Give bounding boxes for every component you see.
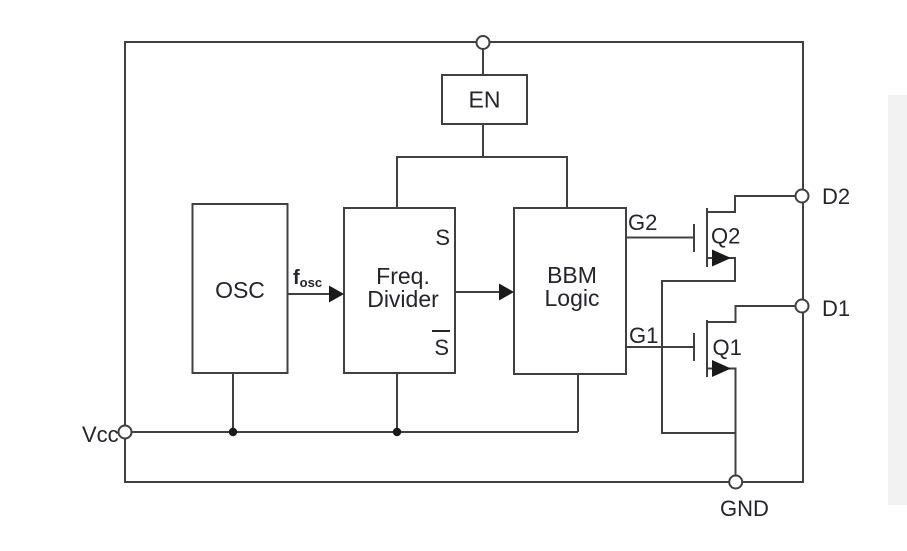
freq-divider-label-line1: Freq. [376, 263, 430, 289]
freq-divider-label-line2: Divider [367, 286, 439, 312]
freqdiv-output-sbar-label: S [434, 335, 449, 360]
bbm-logic-label-line1: BBM [547, 262, 597, 288]
vcc-pin-circle [117, 424, 133, 440]
d1-pin-label: D1 [822, 296, 850, 321]
d2-pin-circle [794, 188, 810, 204]
osc-arrowhead-icon [329, 285, 344, 303]
en-pin-circle [475, 35, 491, 50]
g2-signal-label: G2 [628, 210, 657, 235]
bbm-logic-label-line2: Logic [545, 285, 600, 311]
en-block-label: EN [469, 87, 501, 113]
q2-mosfet [661, 195, 796, 434]
q1-label: Q1 [713, 335, 742, 360]
q2-source-arrow-icon [712, 249, 731, 267]
q2-drain-wire [707, 195, 796, 213]
q1-drain-wire [707, 305, 796, 323]
osc-block-label: OSC [215, 277, 265, 303]
osc-block [191, 203, 289, 374]
fosc-base: f [293, 267, 300, 289]
junction-dot-freqdiv [392, 427, 402, 437]
freqdiv-output-s-label: S [435, 225, 450, 250]
g1-signal-label: G1 [629, 323, 658, 348]
d2-pin-label: D2 [822, 184, 850, 209]
wire-branch-freqdiv-bbm [396, 156, 568, 208]
fosc-signal-label: fosc [293, 267, 322, 290]
freqdiv-arrowhead-icon [499, 283, 514, 301]
fosc-subscript: osc [300, 275, 322, 290]
q2-label: Q2 [711, 224, 740, 249]
q1-mosfet [693, 305, 796, 482]
junction-dot-osc [228, 427, 238, 437]
wires [125, 42, 796, 482]
q1-source-arrow-icon [712, 360, 731, 377]
d1-pin-circle [794, 298, 810, 314]
en-block [441, 74, 528, 125]
bbm-logic-block [513, 207, 627, 375]
page-edge-strip [888, 95, 907, 505]
vcc-pin-label: Vcc [82, 422, 119, 447]
freq-divider-block [343, 207, 456, 374]
gnd-pin-label: GND [720, 496, 769, 521]
gnd-pin-circle [728, 474, 744, 490]
